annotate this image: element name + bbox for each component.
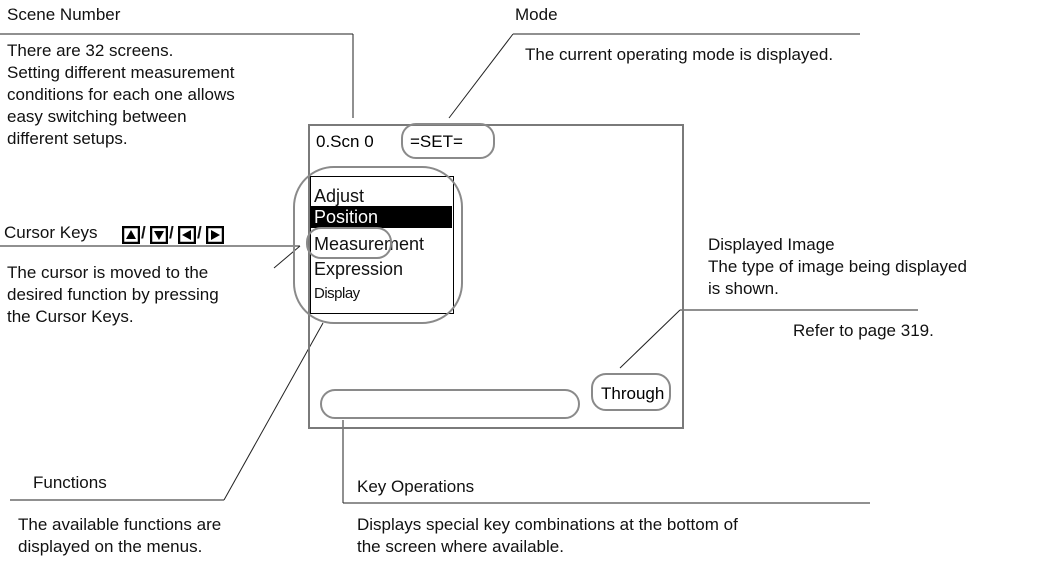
monitor-screen <box>308 124 684 429</box>
cursor-keys-leader <box>273 245 301 269</box>
mode-highlight <box>401 123 495 159</box>
mode-title: Mode <box>515 5 558 24</box>
scene-number-title: Scene Number <box>7 5 121 24</box>
cursor-keys-title: Cursor Keys <box>4 223 98 242</box>
key-operations-title: Key Operations <box>357 477 475 496</box>
mode-display: =SET= <box>410 132 463 151</box>
up-arrow-key-icon <box>122 226 140 244</box>
menu-item-expression[interactable]: Expression <box>314 259 404 279</box>
image-type-highlight <box>591 373 671 411</box>
key-operations-description: Displays special key combinations at the… <box>357 515 738 556</box>
menu-item-adjust[interactable]: Adjust <box>314 186 365 206</box>
cursor-keys-description: The cursor is moved to the desired funct… <box>7 263 219 326</box>
scene-number-display: 0.Scn 0 <box>316 132 374 151</box>
left-arrow-key-icon <box>178 226 196 244</box>
menu-item-position[interactable]: Position <box>311 206 452 228</box>
displayed-image-title: Displayed Image <box>708 235 835 254</box>
key-separator: / <box>197 223 202 242</box>
menu-item-display[interactable]: Display <box>314 285 360 302</box>
cursor-highlight <box>306 227 392 259</box>
key-separator: / <box>141 223 146 242</box>
functions-description: The available functions are displayed on… <box>18 515 222 556</box>
scene-number-description: There are 32 screens. Setting different … <box>7 41 235 148</box>
functions-highlight <box>293 166 463 324</box>
displayed-image-description: The type of image being displayed is sho… <box>708 257 967 298</box>
functions-title: Functions <box>33 473 107 492</box>
key-separator: / <box>169 223 174 242</box>
displayed-image-leader <box>619 309 681 369</box>
key-operations-highlight <box>320 389 580 419</box>
image-type-display: Through <box>601 384 665 403</box>
right-arrow-key-icon <box>206 226 224 244</box>
menu-item-measurement[interactable]: Measurement <box>314 234 425 254</box>
down-arrow-key-icon <box>150 226 168 244</box>
mode-leader <box>448 33 514 119</box>
function-menu: Adjust Position Measurement Expression D… <box>310 176 454 314</box>
functions-leader <box>223 322 324 501</box>
page-reference: Refer to page 319. <box>793 321 934 340</box>
mode-description: The current operating mode is displayed. <box>525 45 834 64</box>
